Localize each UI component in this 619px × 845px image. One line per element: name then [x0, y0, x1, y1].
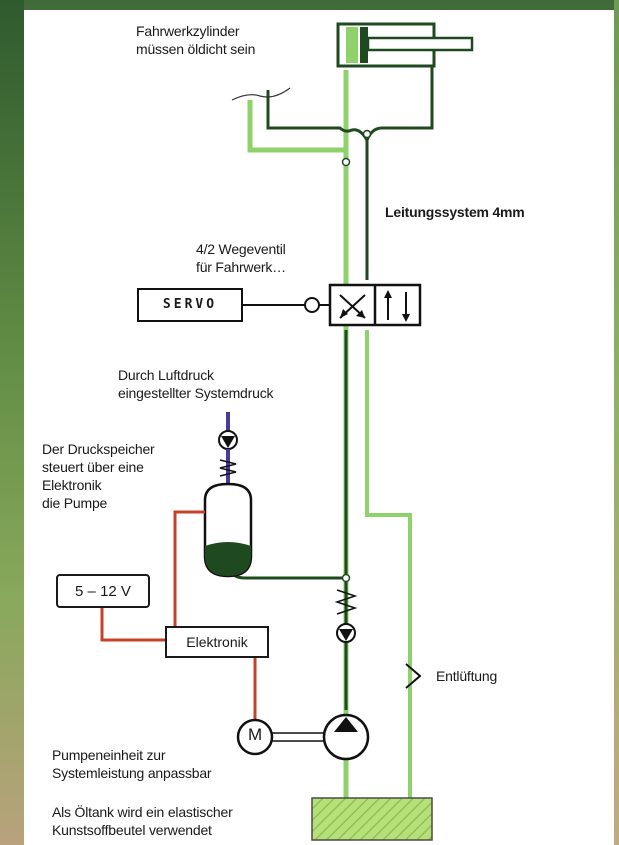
valve-icon	[242, 283, 422, 327]
pump-label: Pumpeneinheit zur Systemleistung anpassb…	[52, 747, 212, 781]
voltage-box: 5 – 12 V	[56, 574, 150, 608]
servo-box	[137, 288, 243, 322]
cylinder-icon	[336, 22, 474, 68]
oil-tank	[311, 797, 433, 841]
junction-dot	[362, 129, 372, 139]
background-left	[0, 0, 24, 845]
motor-icon	[236, 718, 274, 756]
motor-label: M	[248, 725, 262, 744]
servo-label: SERVO	[162, 297, 218, 312]
electronics-box: Elektronik	[165, 626, 269, 658]
valve-label: 4/2 Wegeventil für Fahrwerk…	[196, 241, 286, 275]
background-right	[614, 0, 619, 845]
line-system-label: Leitungssystem 4mm	[385, 204, 525, 220]
ground-line-icon	[231, 87, 291, 101]
tank-label: Als Öltank wird ein elastischer Kunstsof…	[52, 804, 233, 838]
accumulator-label: Der Druckspeicher steuert über eine Elek…	[42, 441, 155, 511]
check-valve-icon	[334, 589, 358, 643]
junction-dot	[341, 157, 351, 167]
vent-label: Entlüftung	[436, 668, 498, 684]
pump-icon	[270, 713, 370, 761]
supply-line	[247, 100, 349, 820]
cylinder-return-line	[266, 63, 434, 280]
cylinder-label: Fahrwerkzylinder müssen öldicht sein	[136, 23, 256, 57]
junction-dot	[341, 573, 351, 583]
air-valve-icon	[218, 412, 238, 484]
accumulator-icon	[203, 482, 253, 578]
vent-icon	[405, 663, 422, 689]
system-pressure-label: Durch Luftdruck eingestellter Systemdruc…	[118, 367, 274, 401]
return-line	[365, 330, 412, 800]
